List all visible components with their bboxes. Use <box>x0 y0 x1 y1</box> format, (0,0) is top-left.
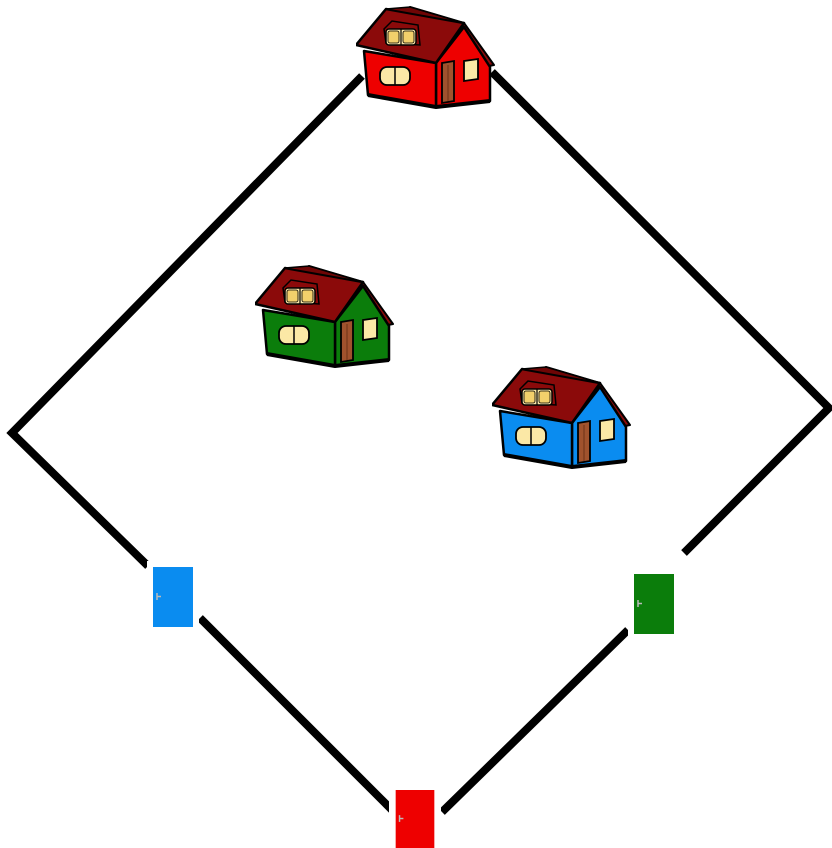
blue-door[interactable] <box>147 561 199 633</box>
wall-bottom-left <box>200 618 396 814</box>
blue-house[interactable] <box>492 367 630 467</box>
door-icon <box>396 790 435 848</box>
wall-bottom-right <box>442 630 628 812</box>
house-icon <box>255 266 393 366</box>
green-door[interactable] <box>628 568 680 640</box>
wall-top-right <box>492 72 829 553</box>
door-icon <box>634 574 674 634</box>
house-icon <box>356 7 494 107</box>
house-icon <box>492 367 630 467</box>
wall <box>12 72 829 814</box>
green-house[interactable] <box>255 266 393 366</box>
red-house[interactable] <box>356 7 494 107</box>
door-icon <box>153 567 193 627</box>
red-door[interactable] <box>389 784 441 848</box>
